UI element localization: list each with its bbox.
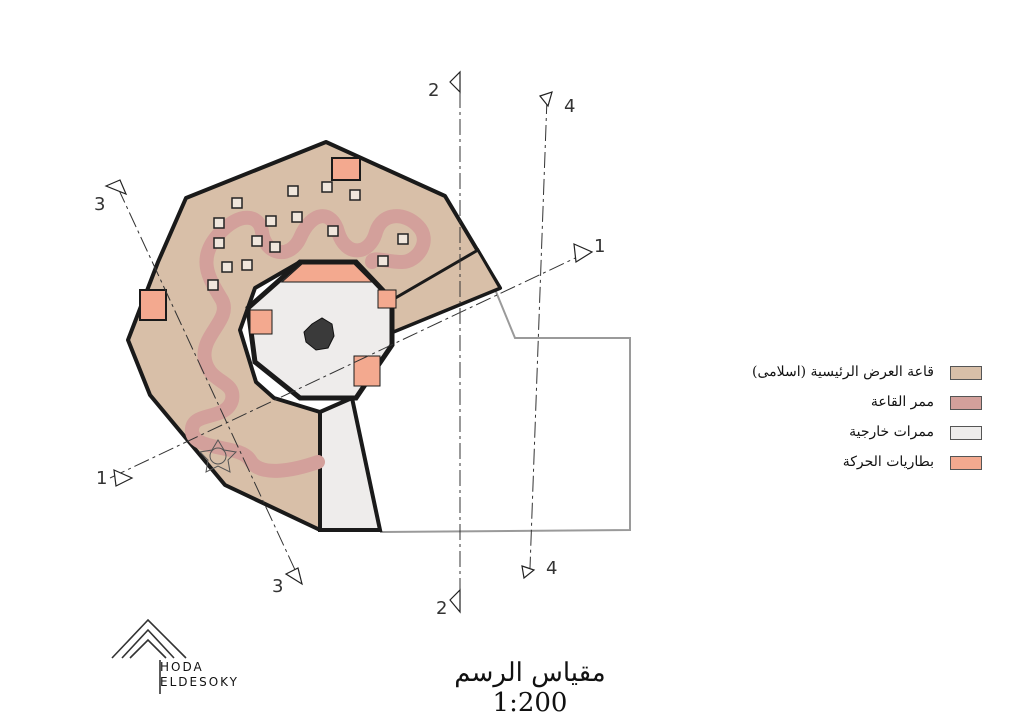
section-mark-2a: 2 bbox=[428, 80, 440, 101]
legend-swatch bbox=[950, 426, 982, 440]
legend-swatch bbox=[950, 366, 982, 380]
external-corridor bbox=[318, 395, 383, 532]
legend-item-main-hall: قاعة العرض الرئيسية (اسلامى) bbox=[752, 364, 990, 384]
legend-label: قاعة العرض الرئيسية (اسلامى) bbox=[751, 364, 934, 380]
stairs-court-west bbox=[249, 309, 273, 335]
central-column bbox=[303, 317, 335, 351]
section-mark-3b: 3 bbox=[272, 576, 284, 597]
hall-corridor-path bbox=[211, 209, 431, 270]
stairs-court-north bbox=[280, 263, 374, 283]
legend-swatch bbox=[950, 396, 982, 410]
legend-item-hall-corridor: ممر القاعة bbox=[760, 394, 990, 414]
stairs-north bbox=[331, 157, 361, 181]
hall-corridor-path-west bbox=[185, 228, 325, 478]
section-mark-2b: 2 bbox=[436, 598, 448, 619]
legend-item-circulation-cores: بطاريات الحركة bbox=[760, 454, 990, 474]
legend-item-external-corridors: ممرات خارجية bbox=[760, 424, 990, 444]
section-lines bbox=[109, 92, 589, 612]
legend-label: بطاريات الحركة bbox=[842, 454, 934, 470]
scale-label: مقياس الرسم 1:200 bbox=[454, 658, 606, 718]
stairs-east-room bbox=[377, 289, 397, 309]
legend-label: ممرات خارجية bbox=[849, 424, 934, 440]
logo-line-1: Hoda bbox=[160, 660, 204, 674]
section-mark-1b: 1 bbox=[594, 236, 606, 257]
house-roof-icon bbox=[111, 618, 187, 694]
logo-name: Hoda Eldesoky bbox=[160, 660, 239, 690]
site-outline bbox=[379, 281, 631, 533]
section-mark-1a: 1 bbox=[96, 468, 108, 489]
section-mark-4b: 4 bbox=[546, 558, 558, 579]
legend-swatch bbox=[950, 456, 982, 470]
logo-line-2: Eldesoky bbox=[160, 675, 239, 689]
star-floor-pattern bbox=[198, 439, 238, 473]
section-mark-4a: 4 bbox=[564, 96, 576, 117]
section-mark-3a: 3 bbox=[94, 194, 106, 215]
stairs-west bbox=[139, 289, 167, 321]
display-cases bbox=[207, 181, 409, 291]
section-arrows bbox=[104, 70, 594, 614]
legend-label: ممر القاعة bbox=[870, 394, 934, 410]
